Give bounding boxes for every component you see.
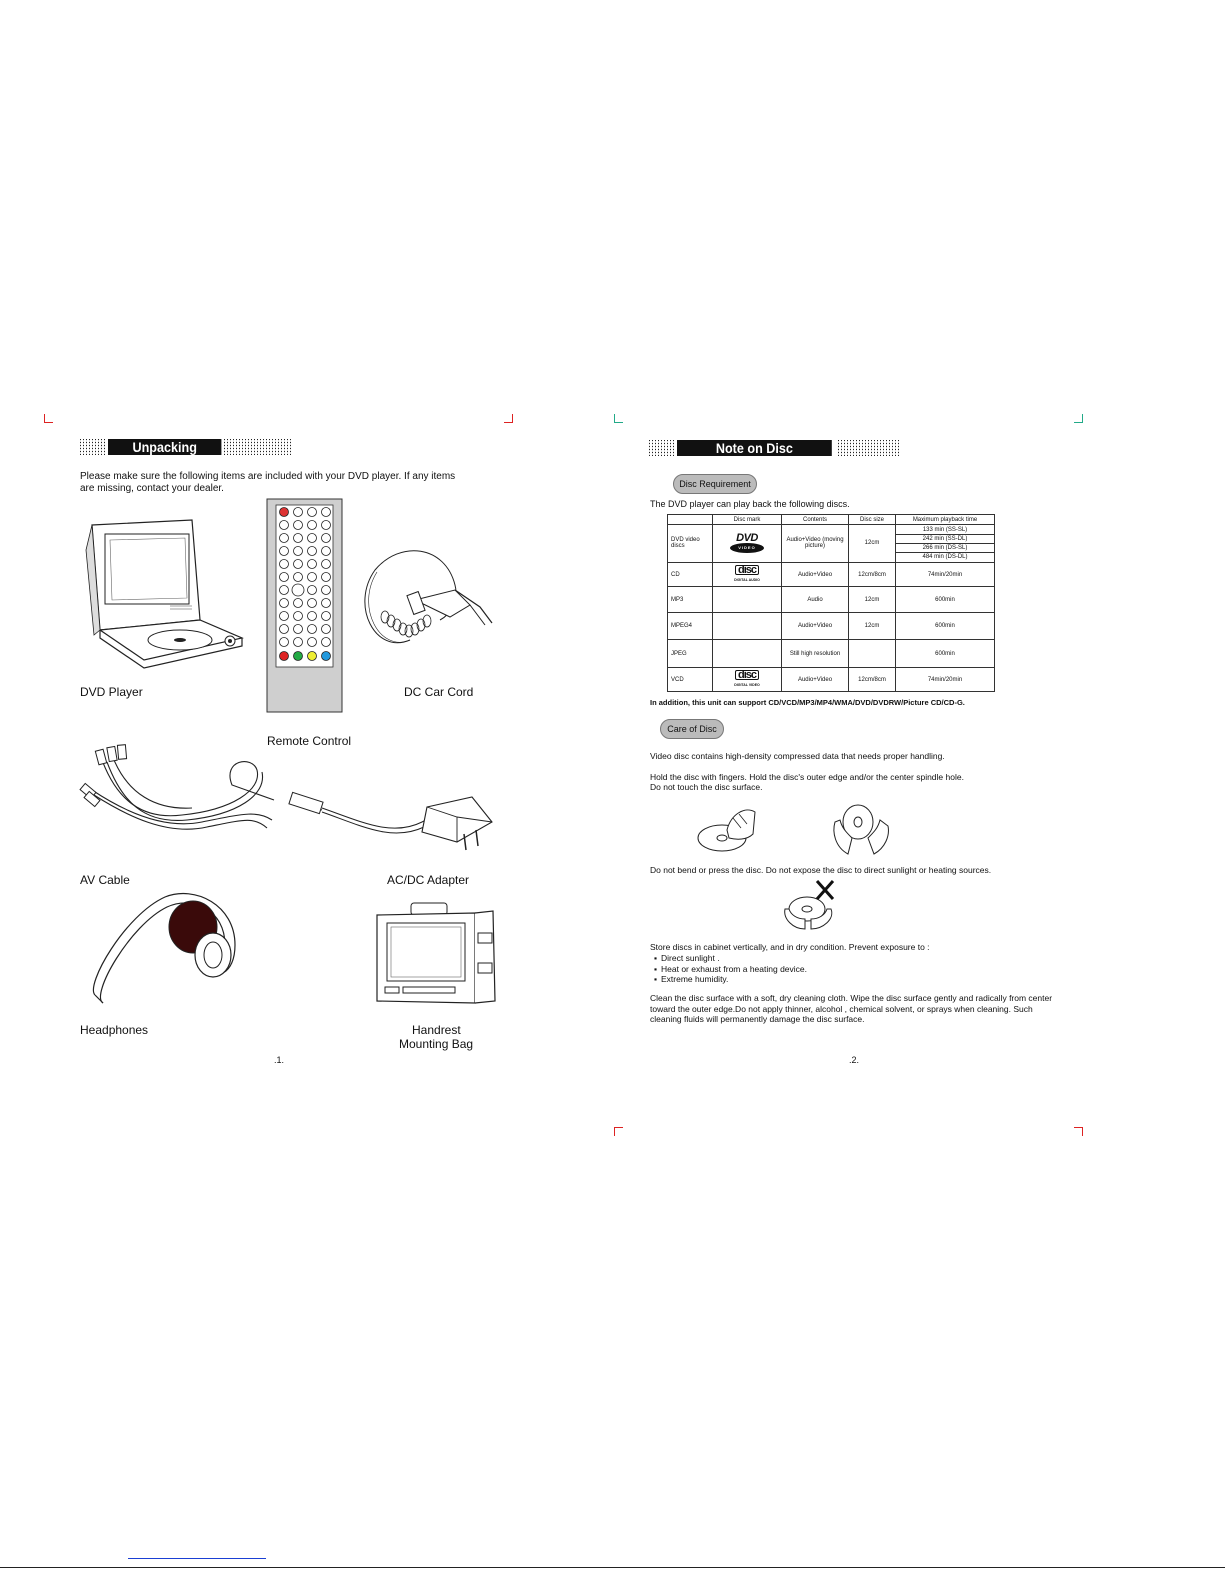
title-hatch-right <box>838 440 900 456</box>
care-paragraph: Do not touch the disc surface. <box>650 782 763 792</box>
table-row: MP3 Audio 12cm 600min <box>667 586 995 614</box>
disc-requirement-label: Disc Requirement <box>673 474 757 494</box>
hold-disc-edge-illustration <box>697 809 756 852</box>
table-header-cell <box>667 513 713 526</box>
disc-mark <box>712 612 782 641</box>
disc-size: 12cm/8cm <box>848 667 896 692</box>
page-title: Unpacking <box>108 439 222 455</box>
item-label-dvd-player: DVD Player <box>80 685 143 699</box>
list-item: Direct sunlight . <box>654 953 1074 964</box>
disc-type: MPEG4 <box>667 612 713 641</box>
disc-size: 12cm/8cm <box>848 561 896 588</box>
item-label-headphones: Headphones <box>80 1023 149 1037</box>
item-label-ac-dc-adapter: AC/DC Adapter <box>387 873 470 887</box>
disc-mark <box>712 586 782 614</box>
playback-time: 484 min (DS-DL) <box>895 552 995 563</box>
disc-type: JPEG <box>667 639 713 669</box>
care-paragraph: Hold the disc with fingers. Hold the dis… <box>650 772 964 782</box>
bottom-rule <box>0 1567 1225 1568</box>
disc-contents: Audio+Video <box>781 612 849 641</box>
crop-mark <box>504 414 513 423</box>
item-label-handrest: Handrest <box>412 1023 461 1037</box>
table-header-cell: Disc mark <box>712 513 782 526</box>
disc-size: 12cm <box>848 524 896 563</box>
playback-time: 266 min (DS-SL) <box>895 542 995 554</box>
playback-time: 74min/20min <box>895 561 995 588</box>
playback-intro: The DVD player can play back the followi… <box>650 499 850 509</box>
disc-type: MP3 <box>667 586 713 614</box>
do-not-bend-illustration <box>784 880 835 930</box>
disc-size: 12cm <box>848 586 896 614</box>
table-row: MPEG4 Audio+Video 12cm 600min <box>667 612 995 641</box>
crop-mark <box>614 1127 623 1136</box>
care-paragraph: Do not bend or press the disc. Do not ex… <box>650 865 992 875</box>
crop-mark <box>1074 1127 1083 1136</box>
page-number: .1. <box>274 1055 285 1065</box>
disc-type: DVD video discs <box>667 524 713 563</box>
table-header-cell: Contents <box>781 513 849 526</box>
disc-size: 12cm <box>848 612 896 641</box>
headphones-illustration <box>92 892 236 1004</box>
playback-time: 600min <box>895 612 995 641</box>
crop-mark <box>1074 414 1083 423</box>
page-title: Note on Disc <box>677 440 832 456</box>
disc-contents: Audio <box>781 586 849 614</box>
title-hatch-left <box>649 440 675 456</box>
care-paragraph: Clean the disc surface with a soft, dry … <box>650 993 1053 1024</box>
care-of-disc-label: Care of Disc <box>660 719 724 739</box>
table-row: JPEG Still high resolution 600min <box>667 639 995 669</box>
support-note: In addition, this unit can support CD/VC… <box>650 698 965 707</box>
care-paragraph: Video disc contains high-density compres… <box>650 751 945 761</box>
title-hatch-right <box>224 439 292 455</box>
intro-text: Please make sure the following items are… <box>80 471 456 494</box>
item-label-dc-car-cord: DC Car Cord <box>404 685 474 699</box>
ac-dc-adapter-illustration <box>288 791 493 851</box>
disc-contents: Still high resolution <box>781 639 849 669</box>
item-label-remote-control: Remote Control <box>267 734 352 748</box>
disc-table: Disc mark Contents Disc size Maximum pla… <box>667 513 995 692</box>
list-item: Heat or exhaust from a heating device. <box>654 964 1074 975</box>
title-hatch-left <box>80 439 106 455</box>
table-header-cell: Maximum playback time <box>895 513 995 526</box>
table-header-cell: Disc size <box>848 513 896 526</box>
playback-time: 242 min (SS-DL) <box>895 533 995 544</box>
disc-contents: Audio+Video (moving picture) <box>781 524 849 563</box>
disc-contents: Audio+Video <box>781 561 849 588</box>
page-number: .2. <box>849 1055 860 1065</box>
disc-contents: Audio+Video <box>781 667 849 692</box>
disc-type: CD <box>667 561 713 588</box>
care-paragraph: Store discs in cabinet vertically, and i… <box>650 942 930 952</box>
playback-time: 600min <box>895 586 995 614</box>
item-label-mounting-bag: Mounting Bag <box>399 1037 474 1051</box>
bottom-link-underline <box>128 1558 266 1559</box>
list-item: Extreme humidity. <box>654 974 1074 985</box>
remote-control-illustration <box>266 498 343 713</box>
crop-mark <box>614 414 623 423</box>
disc-mark <box>712 639 782 669</box>
mounting-bag-illustration <box>376 902 496 1004</box>
item-label-av-cable: AV Cable <box>80 873 130 887</box>
av-cable-illustration <box>79 744 275 830</box>
dc-car-cord-illustration <box>364 550 493 643</box>
playback-time: 74min/20min <box>895 667 995 692</box>
disc-size <box>848 639 896 669</box>
dvd-player-illustration <box>85 519 244 669</box>
care-bullets: Direct sunlight . Heat or exhaust from a… <box>654 953 1074 985</box>
hold-disc-hands-illustration <box>833 804 889 855</box>
disc-type: VCD <box>667 667 713 692</box>
crop-mark <box>44 414 53 423</box>
playback-time: 133 min (SS-SL) <box>895 524 995 535</box>
playback-time: 600min <box>895 639 995 669</box>
